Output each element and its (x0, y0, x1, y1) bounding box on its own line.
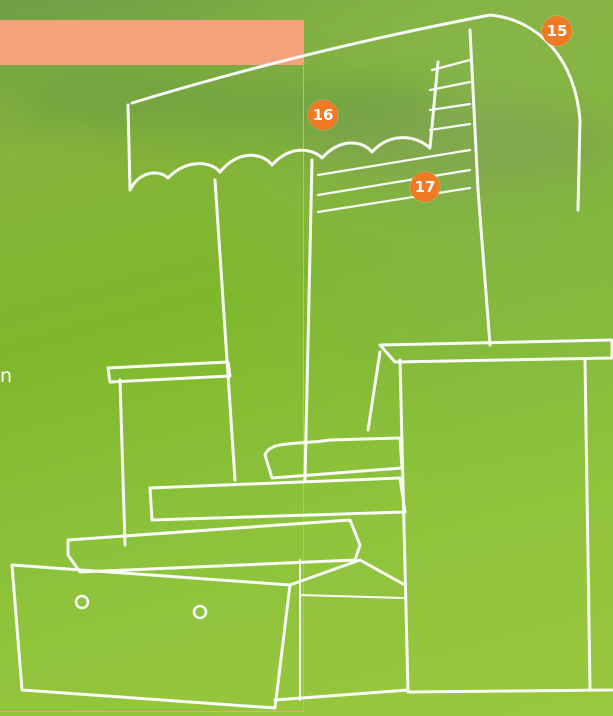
callout-number: 17 (415, 178, 436, 196)
right-panel-edge (585, 360, 590, 690)
left-armrest (108, 362, 230, 382)
seat-cushion (265, 438, 402, 478)
footrest-side (290, 560, 405, 585)
right-armrest-top (380, 340, 612, 362)
footrest-knob-left (76, 596, 88, 608)
right-side-panel (400, 360, 612, 692)
base-line (275, 690, 408, 700)
callout-badge-17: 17 (410, 172, 440, 202)
canopy-roof-line (132, 15, 580, 210)
seat-base (150, 478, 405, 520)
callout-number: 15 (547, 22, 568, 40)
canopy-valance (128, 62, 438, 190)
frame-lines (300, 560, 405, 700)
right-post (478, 190, 490, 345)
inner-side (368, 352, 380, 430)
footrest-knob-right (194, 606, 206, 618)
callout-badge-16: 16 (308, 100, 338, 130)
back-slats (318, 60, 470, 212)
center-post (305, 160, 312, 480)
callout-number: 16 (313, 106, 334, 124)
left-post (215, 180, 235, 480)
left-arm-leg (120, 380, 125, 545)
footrest-front (12, 565, 290, 708)
callout-badge-15: 15 (542, 16, 572, 46)
canopy-back-edge (470, 30, 478, 190)
footrest-cushion (68, 520, 360, 572)
